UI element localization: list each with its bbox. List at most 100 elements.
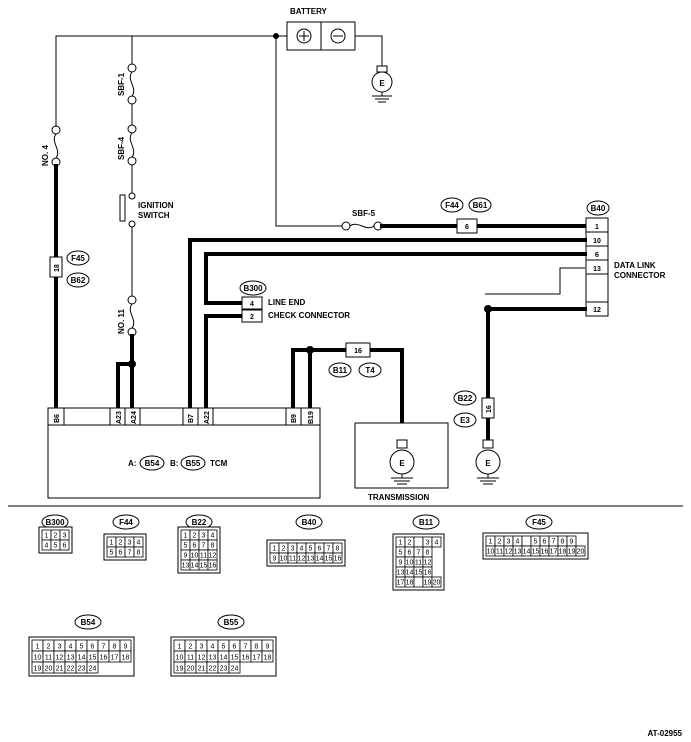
connector-pin-number: 4 <box>211 644 215 651</box>
wire-b40-13 <box>485 267 585 295</box>
connector-pin-number: 4 <box>45 543 49 550</box>
connector-pin-number: 9 <box>399 560 403 567</box>
connector-pin-number: 3 <box>200 644 204 651</box>
connector-pin-number: 14 <box>78 655 86 662</box>
connector-pin-number: 10 <box>406 560 414 567</box>
connector-pin-number: 6 <box>193 543 197 550</box>
svg-text:13: 13 <box>593 266 601 273</box>
wire-b7-to-b40-10 <box>188 238 587 410</box>
svg-text:IGNITION: IGNITION <box>138 201 174 210</box>
connector-pin-number: 7 <box>327 546 331 553</box>
connector-face-label: F44 <box>119 518 133 527</box>
svg-text:E3: E3 <box>460 416 470 425</box>
connector-pin-number: 14 <box>316 556 324 563</box>
connector-pin-number: 2 <box>47 644 51 651</box>
connector-pin-number: 5 <box>222 644 226 651</box>
connector-pin-number: 18 <box>559 549 567 556</box>
connector-pin-number: 13 <box>67 655 75 662</box>
connector-pin-number: 5 <box>110 550 114 557</box>
connector-pin-number: 10 <box>191 553 199 560</box>
ignition-switch: IGNITION SWITCH <box>119 192 174 228</box>
connector-b22-e3: 16 B22 E3 <box>453 390 495 428</box>
connector-pin-number: 21 <box>198 666 206 673</box>
connector-pin-number: 10 <box>280 556 288 563</box>
connector-pin-number: 2 <box>54 533 58 540</box>
connector-pin-number: 5 <box>80 644 84 651</box>
connector-f44-b61: 6 F44 B61 <box>440 197 492 234</box>
connector-pin-number: 14 <box>220 655 228 662</box>
connector-face-label: B40 <box>302 518 317 527</box>
svg-text:B6: B6 <box>54 414 61 423</box>
svg-text:B22: B22 <box>458 394 473 403</box>
svg-text:B55: B55 <box>186 459 201 468</box>
connector-pin-number: 15 <box>532 549 540 556</box>
connector-pin-number: 1 <box>45 533 49 540</box>
connector-pin-number: 17 <box>111 655 119 662</box>
connector-pin-number: 24 <box>231 666 239 673</box>
connector-pin-number: 2 <box>119 540 123 547</box>
connector-face-label: F45 <box>532 518 546 527</box>
svg-text:CHECK CONNECTOR: CHECK CONNECTOR <box>268 311 350 320</box>
connector-face-label: B22 <box>192 518 207 527</box>
battery: BATTERY <box>286 7 356 51</box>
connector-pin-number: 1 <box>489 539 493 546</box>
connector-pin-number: 20 <box>45 666 53 673</box>
connector-pin-number: 5 <box>184 543 188 550</box>
svg-text:E: E <box>399 459 405 468</box>
connector-pin-number: 18 <box>264 655 272 662</box>
connector-pin-number: 3 <box>63 533 67 540</box>
connector-pin-number: 20 <box>187 666 195 673</box>
connector-pin-number: 10 <box>487 549 495 556</box>
connector-pin-number: 5 <box>309 546 313 553</box>
svg-text:SBF-5: SBF-5 <box>352 209 376 218</box>
connector-b11-t4: 16 B11 T4 <box>328 342 382 378</box>
connector-pin-number: 3 <box>128 540 132 547</box>
connector-pin-number: 6 <box>408 550 412 557</box>
connector-face-label: B11 <box>419 518 434 527</box>
connector-pin-number: 2 <box>498 539 502 546</box>
connector-pin-number: 9 <box>570 539 574 546</box>
connector-pin-number: 2 <box>408 540 412 547</box>
fuse-sbf5: SBF-5 <box>341 209 383 231</box>
connector-pin-number: 17 <box>397 580 405 587</box>
connector-pin-number: 11 <box>289 556 296 563</box>
svg-text:B19: B19 <box>308 411 315 424</box>
connector-pin-number: 12 <box>198 655 206 662</box>
connector-pin-number: 15 <box>200 563 208 570</box>
connector-pin-number: 20 <box>577 549 585 556</box>
connector-face-label: B54 <box>81 618 96 627</box>
svg-text:F45: F45 <box>71 254 85 263</box>
connector-pin-number: 19 <box>424 580 432 587</box>
battery-label: BATTERY <box>290 7 328 16</box>
connector-pin-number: 4 <box>137 540 141 547</box>
svg-text:TCM: TCM <box>210 459 228 468</box>
svg-text:6: 6 <box>595 252 599 259</box>
connector-pin-number: 18 <box>406 580 414 587</box>
connector-pin-number: 12 <box>505 549 513 556</box>
connector-pin-number: 4 <box>516 539 520 546</box>
connector-pin-number: 10 <box>34 655 42 662</box>
connector-pin-number: 8 <box>426 550 430 557</box>
svg-text:A22: A22 <box>204 411 211 424</box>
svg-text:DATA LINK: DATA LINK <box>614 261 656 270</box>
connector-pin-number: 12 <box>424 560 432 567</box>
connector-pin-number: 11 <box>496 549 503 556</box>
connector-pin-number: 21 <box>56 666 64 673</box>
tcm: B6 A23 A24 B7 A22 B9 B19 A: B54 B: B55 T… <box>47 407 321 499</box>
connector-pin-number: 11 <box>200 553 207 560</box>
svg-text:A23: A23 <box>116 411 123 424</box>
connector-pin-number: 1 <box>178 644 182 651</box>
connector-pin-number: 16 <box>242 655 250 662</box>
connector-pin-number: 7 <box>244 644 248 651</box>
connector-pin-number: 12 <box>298 556 306 563</box>
battery-ground: E <box>371 65 393 103</box>
svg-text:A:: A: <box>128 459 136 468</box>
connector-pin-number: 3 <box>426 540 430 547</box>
svg-text:A24: A24 <box>131 411 138 424</box>
svg-text:B61: B61 <box>473 201 488 210</box>
connector-pin-number: 5 <box>534 539 538 546</box>
